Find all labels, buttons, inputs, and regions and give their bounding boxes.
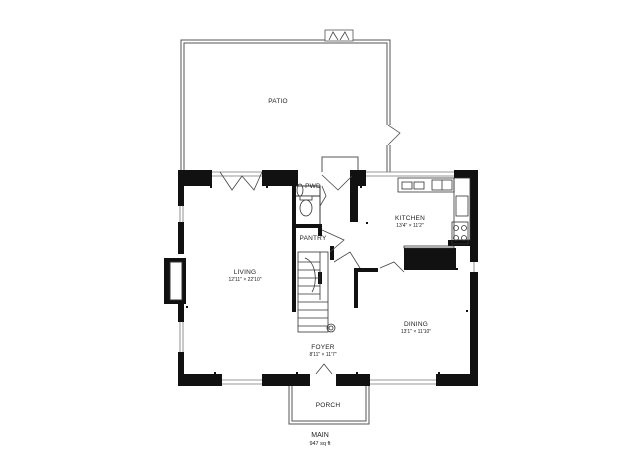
foyer-label: FOYER xyxy=(311,344,334,351)
interior-doors xyxy=(219,171,405,375)
staircase xyxy=(297,251,336,333)
kitchen-label: KITCHEN xyxy=(395,215,425,222)
stove-icon xyxy=(451,221,469,245)
exterior-walls xyxy=(164,170,478,386)
dining-dims: 13'1" × 11'10" xyxy=(401,329,431,335)
living-dims: 12'11" × 22'10" xyxy=(228,277,261,283)
patio-side-door xyxy=(387,124,401,146)
pwd-label: PWD xyxy=(305,183,321,190)
kitchen-counters xyxy=(397,177,471,249)
porch-outline xyxy=(288,386,370,425)
kitchen-sink-icon xyxy=(401,179,453,191)
living-label: LIVING xyxy=(234,269,257,276)
interior-walls xyxy=(292,184,470,312)
fireplace xyxy=(169,261,183,301)
porch-label: PORCH xyxy=(316,402,341,409)
patio-top-door xyxy=(324,29,354,42)
patio-outline xyxy=(180,39,391,172)
fridge-icon xyxy=(455,195,469,217)
kitchen-dims: 13'4" × 11'2" xyxy=(396,223,424,229)
floor-name: MAIN xyxy=(311,432,329,439)
foyer-dims: 8'11" × 11'7" xyxy=(309,352,336,358)
dining-label: DINING xyxy=(404,321,428,328)
patio-label: PATIO xyxy=(268,98,288,105)
pwd-sink-icon xyxy=(296,183,304,197)
windows xyxy=(179,171,475,385)
toilet-icon xyxy=(299,195,313,217)
wall-markers xyxy=(186,186,468,374)
pantry-label: PANTRY xyxy=(300,235,327,242)
floor-area: 947 sq ft xyxy=(309,441,331,447)
